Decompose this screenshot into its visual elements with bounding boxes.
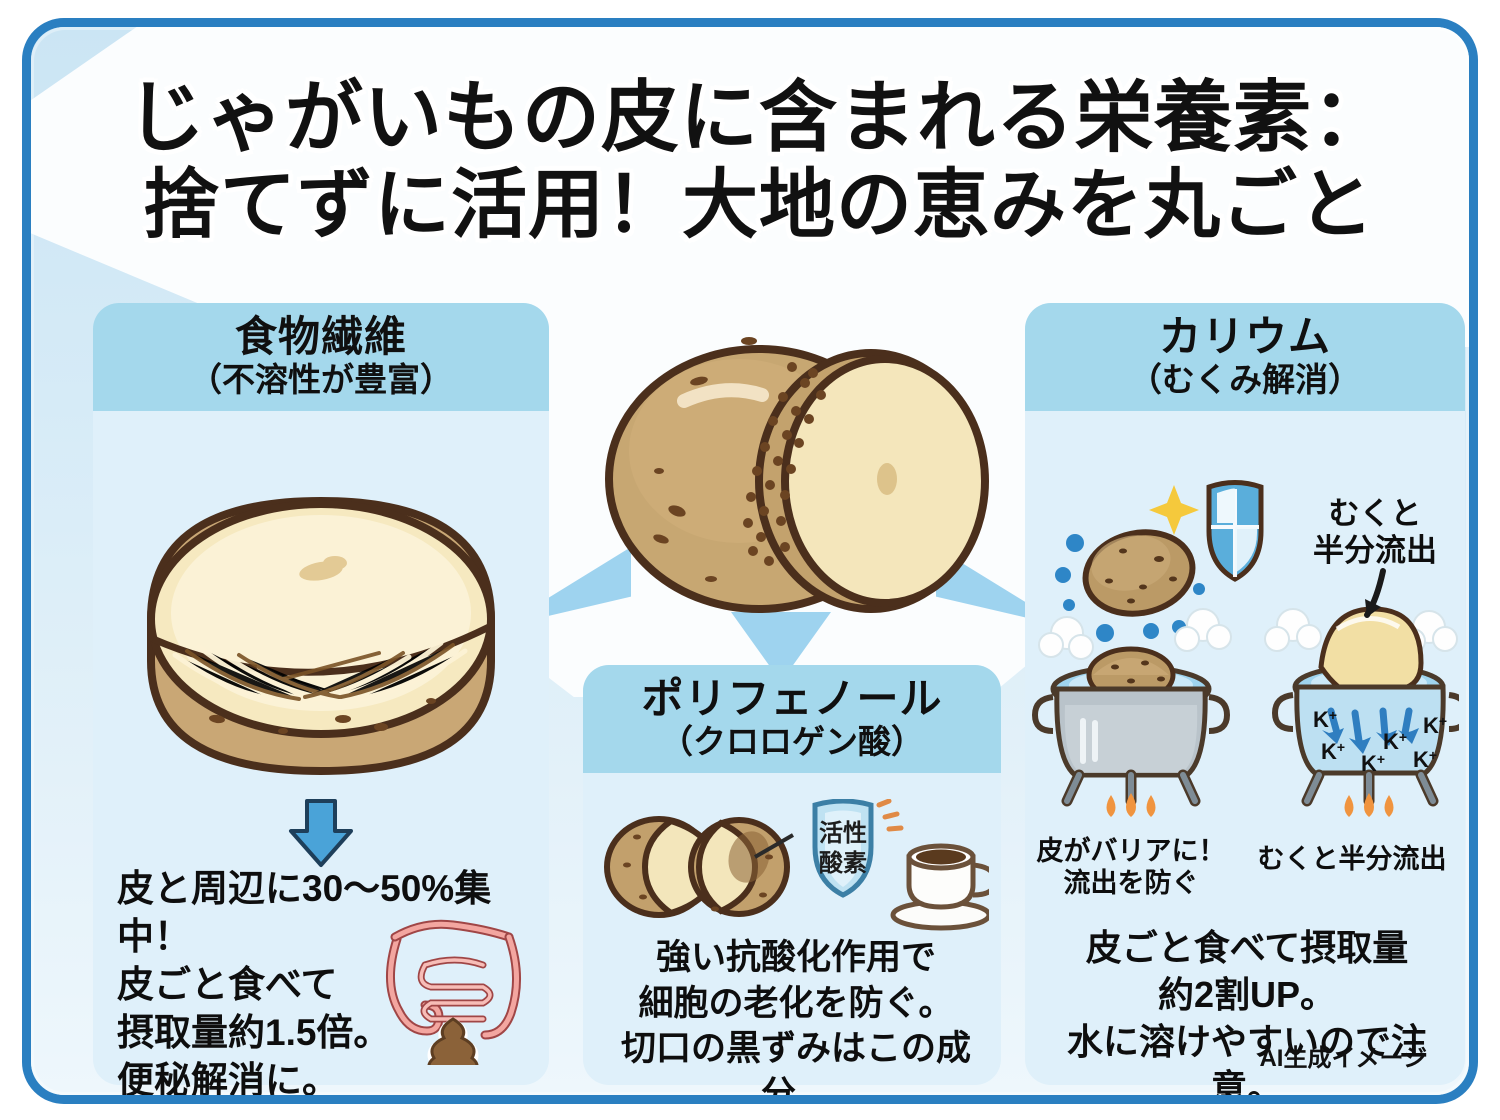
- halved-potato-icon: [135, 479, 507, 809]
- panel-polyphenol-title: ポリフェノール: [641, 675, 943, 722]
- center-potato-illustration: [599, 311, 991, 641]
- panel-polyphenol-subtitle: （クロロゲン酸）: [660, 723, 924, 761]
- svg-text:酸素: 酸素: [819, 850, 867, 877]
- ai-credit-label: AI生成イメージ: [1259, 1045, 1427, 1072]
- polyphenol-body-text: 強い抗酸化作用で 細胞の老化を防ぐ。 切口の黒ずみはこの成分。: [620, 938, 971, 1104]
- svg-text:K+: K+: [1383, 729, 1407, 754]
- label-peeled-outflow: むくと半分流出: [1257, 844, 1447, 874]
- boiling-pots-illustration: K+ K+ K+ K+ K+ K+ K+: [1031, 475, 1469, 827]
- polyphenol-illustration: 活性 酸素: [597, 798, 998, 933]
- fiber-body-text: 皮と周辺に30〜50%集中！ 皮ごと食べて 摂取量約1.5倍。 便秘解消に。: [117, 868, 492, 1102]
- down-arrow-icon: [283, 799, 359, 869]
- panel-potassium-subtitle: （むくみ解消）: [1128, 361, 1362, 399]
- title-line-2: 捨てずに活用！大地の恵みを丸ごと: [143, 163, 1375, 249]
- potassium-body-text: 皮ごと食べて摂取量 約2割UP。 水に溶けやすいので注意。: [1066, 927, 1427, 1104]
- label-outflow-callout: むくと 半分流出: [1313, 496, 1437, 569]
- label-skin-barrier: 皮がバリアに！ 流出を防ぐ: [1036, 836, 1226, 899]
- poster-frame: じゃがいもの皮に含まれる栄養素： 捨てずに活用！大地の恵みを丸ごと: [22, 18, 1478, 1104]
- svg-text:活性: 活性: [819, 820, 867, 847]
- panel-potassium-title: カリウム: [1158, 313, 1331, 360]
- panel-fiber-title: 食物繊維: [234, 313, 407, 360]
- panel-fiber-subtitle: （不溶性が豊富）: [189, 361, 453, 399]
- panel-polyphenol-header: ポリフェノール （クロロゲン酸）: [583, 665, 1001, 773]
- svg-text:K+: K+: [1413, 747, 1437, 772]
- panel-fiber-header: 食物繊維 （不溶性が豊富）: [93, 303, 549, 411]
- title-line-1: じゃがいもの皮に含まれる栄養素：: [126, 73, 1391, 161]
- page-title: じゃがいもの皮に含まれる栄養素： 捨てずに活用！大地の恵みを丸ごと: [31, 73, 1469, 249]
- panel-potassium-header: カリウム （むくみ解消）: [1025, 303, 1465, 411]
